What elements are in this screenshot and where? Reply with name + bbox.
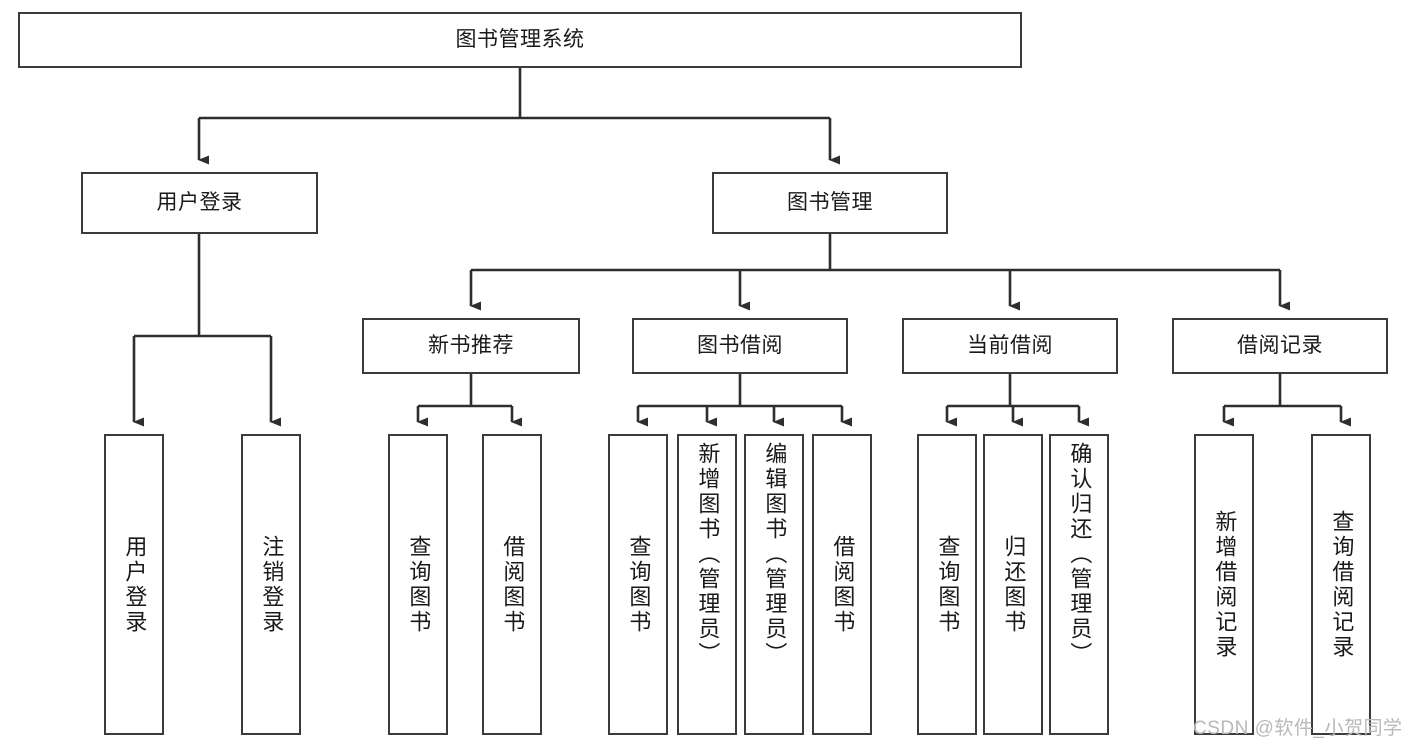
node-user-login[interactable]: 用户登录 bbox=[81, 172, 318, 234]
node-leaf-borrow-book-2-label: 借阅图书 bbox=[830, 534, 856, 635]
node-current-borrow[interactable]: 当前借阅 bbox=[902, 318, 1118, 374]
node-leaf-confirm-return-admin-label: 确认归还（管理员） bbox=[1067, 442, 1093, 667]
node-leaf-add-book-admin-label: 新增图书（管理员） bbox=[695, 442, 721, 667]
node-leaf-borrow-book-1-label: 借阅图书 bbox=[500, 534, 526, 635]
csdn-watermark: CSDN @软件_小贺同学 bbox=[1193, 718, 1403, 739]
node-leaf-edit-book-admin[interactable]: 编辑图书（管理员） bbox=[744, 434, 804, 735]
node-leaf-query-borrow-record[interactable]: 查询借阅记录 bbox=[1311, 434, 1371, 735]
node-leaf-confirm-return-admin[interactable]: 确认归还（管理员） bbox=[1049, 434, 1109, 735]
node-leaf-query-book-1[interactable]: 查询图书 bbox=[388, 434, 448, 735]
node-root[interactable]: 图书管理系统 bbox=[18, 12, 1022, 68]
node-leaf-add-borrow-record-label: 新增借阅记录 bbox=[1212, 509, 1238, 660]
node-user-login-label: 用户登录 bbox=[156, 190, 243, 214]
node-leaf-query-book-2-label: 查询图书 bbox=[626, 534, 652, 635]
node-leaf-query-book-1-label: 查询图书 bbox=[406, 534, 432, 635]
node-leaf-logout-label: 注销登录 bbox=[259, 534, 285, 635]
node-leaf-user-login-label: 用户登录 bbox=[122, 534, 148, 635]
node-book-borrow[interactable]: 图书借阅 bbox=[632, 318, 848, 374]
node-leaf-user-login[interactable]: 用户登录 bbox=[104, 434, 164, 735]
node-leaf-query-book-3[interactable]: 查询图书 bbox=[917, 434, 977, 735]
node-leaf-query-book-3-label: 查询图书 bbox=[935, 534, 961, 635]
node-borrow-record-label: 借阅记录 bbox=[1237, 333, 1323, 357]
node-leaf-edit-book-admin-label: 编辑图书（管理员） bbox=[762, 442, 788, 667]
node-leaf-borrow-book-1[interactable]: 借阅图书 bbox=[482, 434, 542, 735]
node-leaf-query-book-2[interactable]: 查询图书 bbox=[608, 434, 668, 735]
node-leaf-add-book-admin[interactable]: 新增图书（管理员） bbox=[677, 434, 737, 735]
node-leaf-return-book[interactable]: 归还图书 bbox=[983, 434, 1043, 735]
node-leaf-query-borrow-record-label: 查询借阅记录 bbox=[1329, 509, 1355, 660]
node-new-book-recommend[interactable]: 新书推荐 bbox=[362, 318, 580, 374]
node-leaf-borrow-book-2[interactable]: 借阅图书 bbox=[812, 434, 872, 735]
node-leaf-add-borrow-record[interactable]: 新增借阅记录 bbox=[1194, 434, 1254, 735]
node-current-borrow-label: 当前借阅 bbox=[967, 333, 1053, 357]
node-book-manage[interactable]: 图书管理 bbox=[712, 172, 948, 234]
node-book-manage-label: 图书管理 bbox=[787, 190, 873, 214]
node-borrow-record[interactable]: 借阅记录 bbox=[1172, 318, 1388, 374]
node-new-book-recommend-label: 新书推荐 bbox=[428, 333, 514, 357]
node-root-label: 图书管理系统 bbox=[455, 27, 585, 51]
node-leaf-logout[interactable]: 注销登录 bbox=[241, 434, 301, 735]
node-leaf-return-book-label: 归还图书 bbox=[1001, 534, 1027, 635]
node-book-borrow-label: 图书借阅 bbox=[697, 333, 783, 357]
